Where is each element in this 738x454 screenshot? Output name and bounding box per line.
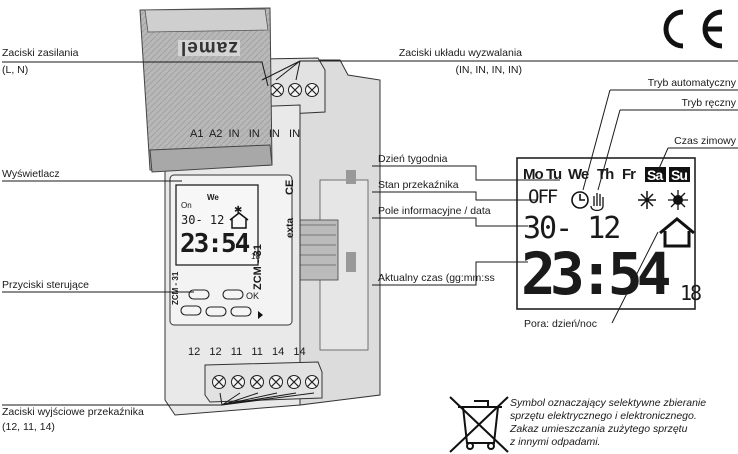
device-small-lcd bbox=[175, 184, 259, 266]
manual-mode-label: Tryb ręczny bbox=[681, 97, 736, 109]
weee-text-line-1: Symbol oznaczający selektywne zbieranie bbox=[510, 397, 707, 409]
small-lcd-day: We bbox=[207, 193, 219, 202]
relay-output-label: Zaciski wyjściowe przekaźnika bbox=[2, 406, 144, 418]
info-field-label: Pole informacyjne / data bbox=[378, 205, 491, 217]
snowflake-icon bbox=[638, 191, 656, 209]
lcd-day-th: Th bbox=[597, 166, 614, 183]
supply-terminals-label: Zaciski zasilania bbox=[2, 47, 79, 59]
lcd-seconds: 18 bbox=[680, 281, 702, 305]
lcd-day-fr: Fr bbox=[622, 166, 636, 183]
lcd-date: 30- 12 bbox=[523, 211, 621, 246]
device-ce-mark: CE bbox=[284, 179, 296, 195]
lcd-day-tu: Tu bbox=[546, 166, 562, 183]
top-terminal-labels: A1 A2 IN IN IN IN bbox=[190, 128, 301, 140]
house-icon bbox=[659, 217, 695, 248]
exta-logo: exta bbox=[285, 217, 296, 238]
trigger-terminals-sub: (IN, IN, IN, IN) bbox=[455, 64, 523, 76]
small-lcd-snowflake: ✱ bbox=[234, 205, 243, 216]
device-model-small: ZCM - 31 bbox=[171, 271, 180, 305]
bottom-terminal-labels: 12 12 11 11 14 14 bbox=[188, 346, 306, 358]
weee-text-line-3: Zakaz umieszczania zużytego sprzętu bbox=[510, 423, 688, 435]
small-lcd-state: On bbox=[181, 201, 192, 210]
hand-icon bbox=[590, 193, 604, 212]
trigger-terminals-label: Zaciski układu wyzwalania bbox=[398, 47, 522, 59]
weee-bin-icon bbox=[449, 396, 509, 453]
small-lcd-seconds: 18 bbox=[251, 252, 260, 261]
small-lcd-date: 30- 12 bbox=[181, 213, 225, 227]
ok-button-label: OK bbox=[246, 291, 260, 301]
sun-icon bbox=[668, 190, 688, 210]
weee-text-line-2: sprzętu elektrycznego i elektronicznego. bbox=[510, 410, 697, 422]
bottom-terminal-block bbox=[204, 361, 323, 403]
small-lcd-time: 23:54 bbox=[180, 229, 250, 259]
clock-icon bbox=[571, 191, 589, 209]
supply-terminals-sub: (L, N) bbox=[2, 64, 29, 76]
callout-lines bbox=[2, 60, 738, 406]
brand-logo: zamel bbox=[180, 37, 238, 58]
lcd-day-su: Su bbox=[671, 167, 688, 183]
weee-text-line-4: z innymi odpadami. bbox=[510, 436, 601, 448]
lcd-day-sa: Sa bbox=[647, 167, 663, 183]
lcd-relay-state: OFF bbox=[528, 186, 558, 208]
device-lid bbox=[139, 7, 273, 173]
device-side-module bbox=[269, 59, 381, 406]
display-label: Wyświetlacz bbox=[2, 168, 60, 180]
control-buttons-label: Przyciski sterujące bbox=[2, 279, 89, 291]
lcd-day-we: We bbox=[568, 166, 589, 183]
lcd-day-mo: Mo bbox=[523, 166, 544, 183]
weekday-label: Dzień tygodnia bbox=[378, 153, 448, 165]
relay-state-label: Stan przekaźnika bbox=[378, 179, 459, 191]
day-night-label: Pora: dzień/noc bbox=[524, 318, 597, 330]
relay-output-sub: (12, 11, 14) bbox=[2, 421, 55, 433]
ce-mark bbox=[663, 9, 723, 49]
device-buttons bbox=[180, 289, 252, 317]
current-time-label: Aktualny czas (gg:mm:ss bbox=[378, 272, 495, 284]
winter-time-label: Czas zimowy bbox=[674, 135, 736, 147]
lcd-time: 23:54 bbox=[521, 240, 672, 308]
arrow-right-icon bbox=[258, 311, 263, 319]
auto-mode-label: Tryb automatyczny bbox=[647, 77, 736, 89]
